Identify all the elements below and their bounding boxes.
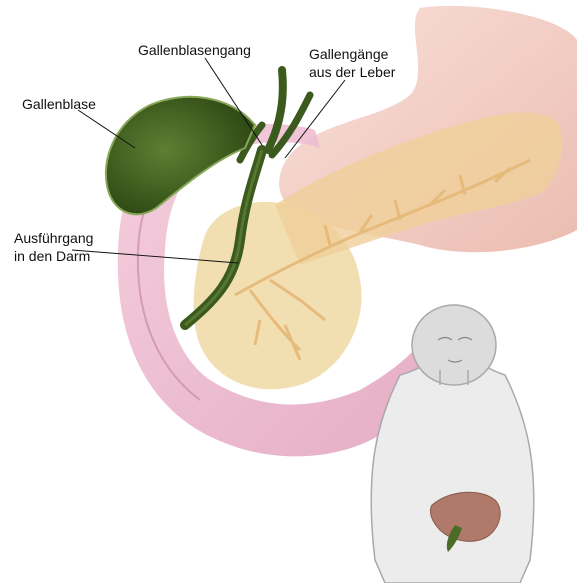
label-hepatic-ducts-line1: Gallengänge <box>309 46 388 63</box>
label-hepatic-ducts-line2: aus der Leber <box>309 64 395 81</box>
gallbladder <box>106 97 255 215</box>
label-gallbladder: Gallenblase <box>22 96 96 113</box>
label-common-duct-line1: Ausführgang <box>14 230 93 247</box>
label-common-duct-line2: in den Darm <box>14 248 90 265</box>
label-cystic-duct: Gallenblasengang <box>138 42 251 59</box>
